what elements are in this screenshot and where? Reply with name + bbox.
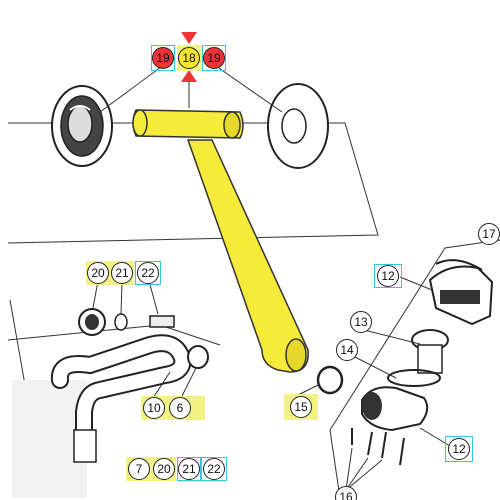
callout-22-upper[interactable]: 22 [135, 261, 161, 285]
callout-label: 13 [350, 311, 372, 333]
callout-label: 6 [169, 397, 191, 419]
seal-ring-left [51, 85, 113, 167]
selected-marker-top [181, 32, 197, 44]
callout-label: 7 [128, 458, 150, 480]
thermostat [411, 329, 449, 374]
callout-18-selected[interactable]: 18 [177, 45, 201, 71]
left-plane-outline [7, 324, 221, 346]
o-ring [316, 365, 344, 395]
thermostat-gasket [387, 369, 441, 387]
seal-ring-right [267, 83, 329, 169]
callout-6[interactable]: 6 [167, 396, 205, 420]
coolant-pipe-highlighted [132, 109, 309, 373]
callout-label: 14 [336, 339, 358, 361]
housing-bolts [351, 428, 405, 466]
callout-label: 12 [448, 438, 470, 460]
callout-12-lower[interactable]: 12 [445, 436, 473, 462]
callout-15[interactable]: 15 [284, 394, 318, 420]
callout-label: 20 [153, 458, 175, 480]
callout-label: 15 [290, 396, 312, 418]
callout-label: 12 [377, 265, 399, 287]
thermostat-housing [428, 259, 494, 326]
callout-12-upper[interactable]: 12 [374, 264, 402, 288]
callout-17[interactable]: 17 [478, 222, 500, 246]
callout-22-lower[interactable]: 22 [201, 457, 227, 481]
callout-label: 10 [143, 397, 165, 419]
selected-marker-bottom [181, 70, 197, 82]
callout-label: 19 [203, 47, 225, 69]
callout-20-lower[interactable]: 20 [152, 457, 176, 481]
callout-21-lower[interactable]: 21 [177, 457, 201, 481]
callout-21-upper[interactable]: 21 [110, 261, 134, 285]
callout-7[interactable]: 7 [126, 457, 152, 481]
callout-label: 17 [478, 223, 500, 245]
callout-19-left[interactable]: 19 [151, 45, 175, 71]
callout-10[interactable]: 10 [141, 396, 167, 420]
callout-label: 18 [178, 47, 200, 69]
upper-fastener-set [78, 308, 175, 336]
callout-13[interactable]: 13 [349, 310, 373, 334]
leader-lines [92, 63, 456, 491]
bent-hose [50, 334, 192, 463]
callout-19-right[interactable]: 19 [202, 45, 226, 71]
right-plane-lower-edge [329, 429, 341, 499]
callout-label: 22 [203, 458, 225, 480]
callout-label: 16 [335, 486, 357, 500]
callout-label: 21 [178, 458, 200, 480]
water-outlet-housing [361, 386, 429, 432]
callout-label: 21 [111, 262, 133, 284]
callout-label: 19 [152, 47, 174, 69]
callout-14[interactable]: 14 [335, 338, 359, 362]
callout-20-upper[interactable]: 20 [86, 261, 110, 285]
callout-label: 22 [137, 262, 159, 284]
callout-label: 20 [87, 262, 109, 284]
callout-16[interactable]: 16 [334, 486, 358, 500]
clamp-ring [187, 345, 209, 369]
